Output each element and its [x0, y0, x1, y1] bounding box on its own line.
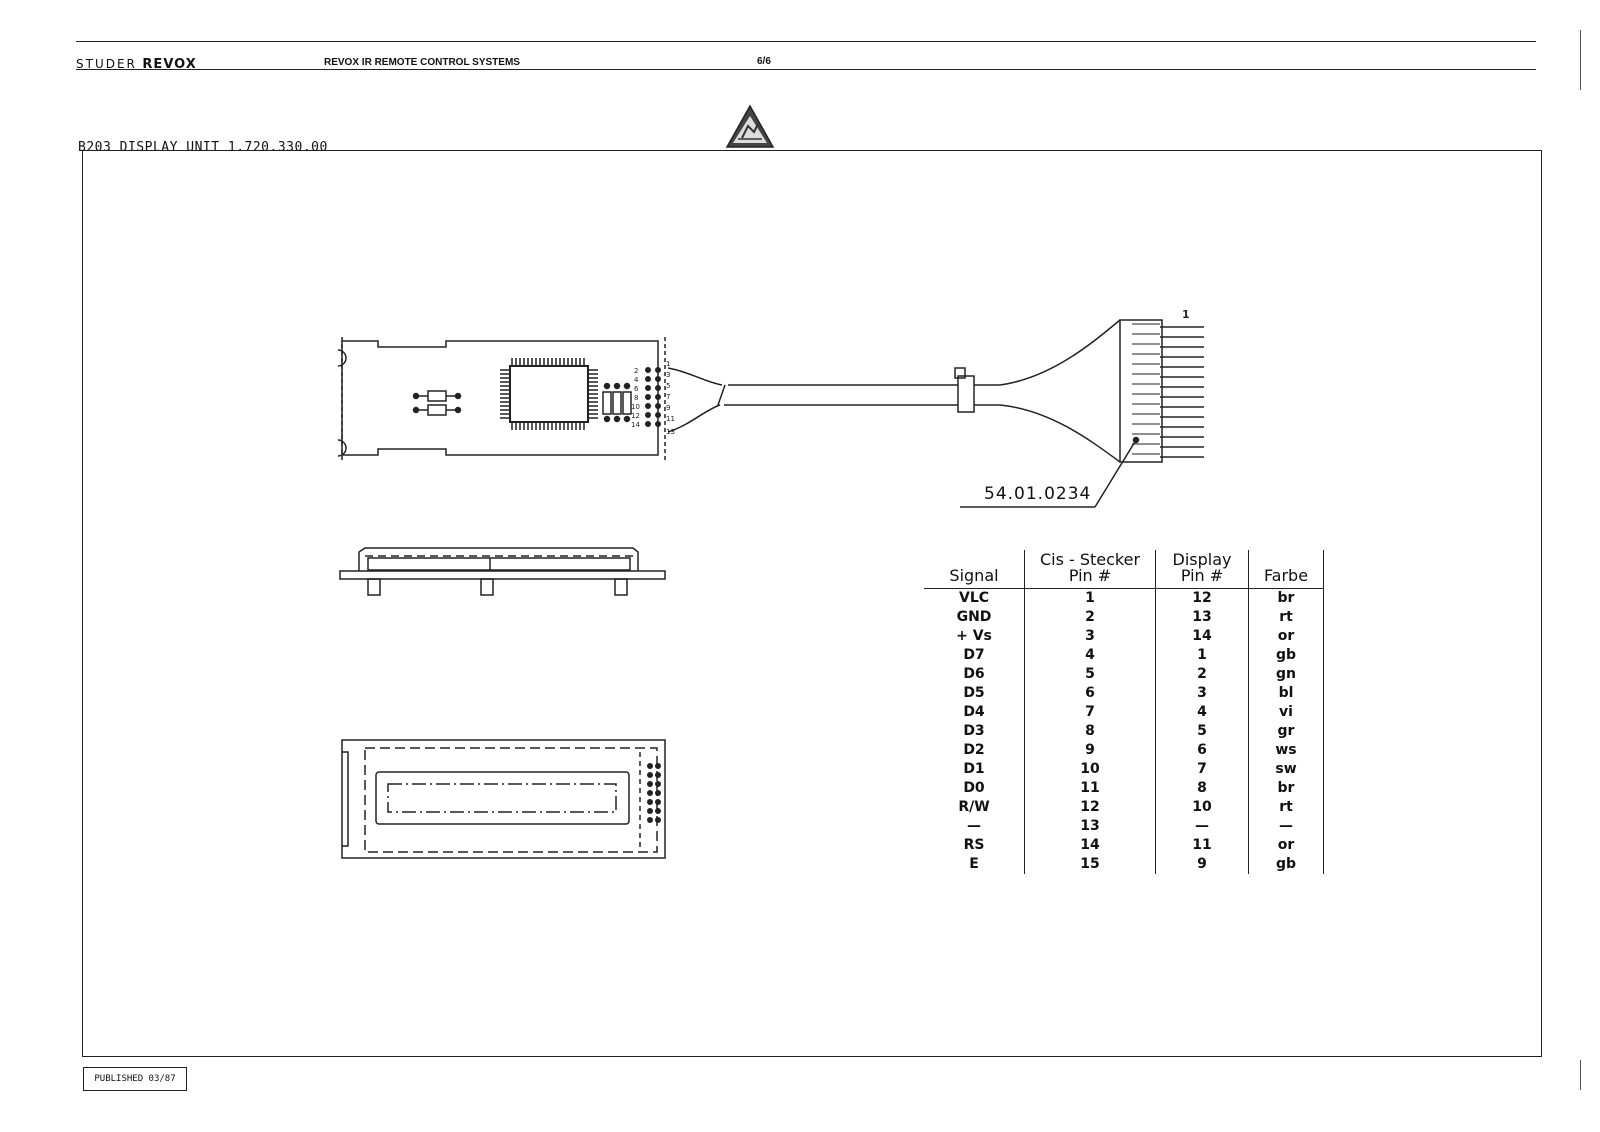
pcb-side-view — [339, 547, 666, 596]
board-pin-label: 8 — [634, 394, 638, 402]
display-front-view — [341, 739, 666, 859]
unit-title: B203 DISPLAY UNIT 1.720.330.00 — [78, 140, 328, 155]
board-pin-label: 13 — [666, 428, 675, 436]
board-pin-labels: 2 4 6 8 10 12 14 1 3 5 7 9 11 13 — [631, 360, 675, 436]
board-pin-label: 9 — [666, 404, 670, 412]
ic-chip — [500, 358, 598, 430]
brand-studer: STUDER — [76, 57, 137, 71]
board-pin-label: 2 — [634, 367, 638, 375]
resistor — [412, 390, 462, 416]
board-pin-label: 1 — [666, 360, 670, 368]
board-pin-label: 12 — [631, 412, 640, 420]
component-block — [602, 382, 632, 423]
brand-revox: REVOX — [142, 57, 197, 72]
edge-mark — [1580, 1060, 1581, 1090]
esd-warning-icon — [725, 104, 775, 148]
cable-connector — [1119, 319, 1204, 463]
edge-mark — [1580, 30, 1581, 90]
pcb-top-view — [337, 337, 666, 460]
header-farbe: Farbe — [1248, 550, 1324, 589]
header-signal: Signal — [949, 566, 999, 585]
brand-logo: STUDER REVOX — [76, 57, 197, 72]
cable-part-number: 54.01.0234 — [984, 484, 1092, 504]
header-rule-bottom — [76, 69, 1536, 70]
board-pin-label: 3 — [666, 371, 670, 379]
board-pin-label: 6 — [634, 385, 639, 393]
board-pin-label: 7 — [666, 393, 670, 401]
display-pin-dots — [647, 763, 661, 823]
drawing-frame — [82, 150, 1542, 1057]
table-row: —13—— — [924, 817, 1324, 836]
document-title: REVOX IR REMOTE CONTROL SYSTEMS — [324, 57, 520, 68]
header-pins — [645, 367, 661, 427]
board-pin-label: 10 — [631, 403, 640, 411]
published-date: PUBLISHED 03/87 — [83, 1067, 187, 1091]
part-number-leader — [1094, 439, 1137, 508]
board-pin-label: 14 — [631, 421, 640, 429]
connector-pin-1-label: 1 — [1182, 308, 1190, 321]
header-rule-top — [76, 41, 1536, 42]
page-number: 6/6 — [757, 56, 771, 67]
board-pin-label: 4 — [634, 376, 639, 384]
ribbon-cable — [667, 319, 1121, 463]
board-pin-label: 5 — [666, 382, 670, 390]
board-pin-label: 11 — [666, 415, 675, 423]
